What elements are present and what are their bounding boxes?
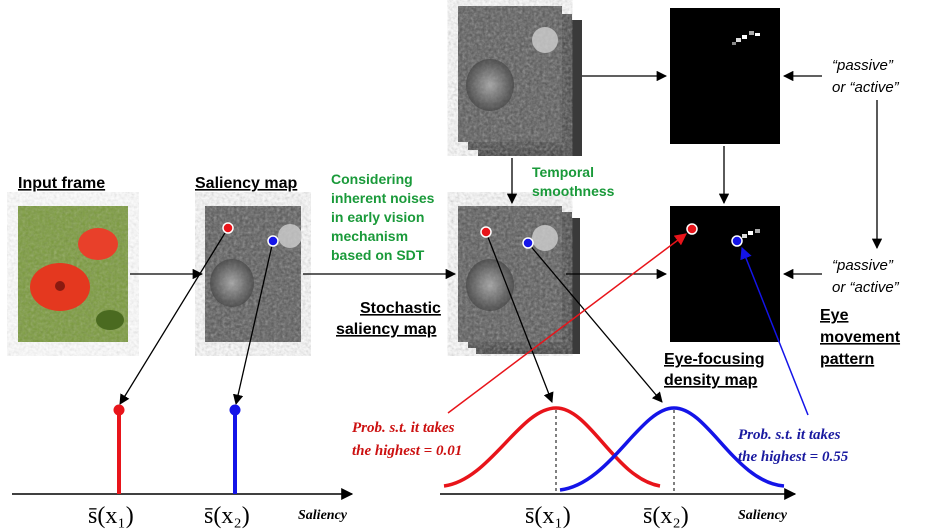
density-map-top [670,8,780,144]
prob-red-line2: the highest = 0.01 [352,443,462,459]
density-point-2 [731,235,743,247]
noise-annotation-line3: in early vision [331,209,424,225]
right-x2-label: s̄(x₂) [643,503,689,529]
prob-blue-line1: Prob. s.t. it takes [738,427,841,443]
input-frame-label: Input frame [18,175,105,192]
noise-annotation-line1: Considering [331,171,413,187]
left-saliency-axis [12,404,354,500]
stochastic-label-line1: Stochastic [360,300,441,317]
eye-focusing-label-line1: Eye-focusing [664,351,764,368]
stochastic-point-1 [480,226,492,238]
eye-movement-label-line2: movement [820,329,901,346]
saliency-map-image [205,206,302,342]
temporal-frame-stack [458,6,582,156]
eye-focusing-density-map-image [670,206,780,342]
noise-annotation-line4: mechanism [331,228,408,244]
density-point-1 [686,223,698,235]
mode-top-line2: or “active” [832,79,900,96]
saliency-map-label: Saliency map [195,175,298,192]
temporal-annotation-line2: smoothness [532,183,615,199]
right-axis-label: Saliency [738,508,788,523]
right-saliency-axis [440,406,797,500]
blue-link-arrow [740,246,809,416]
flow-arrows [119,70,883,406]
noise-annotation-line5: based on SDT [331,247,425,263]
stochastic-label-line2: saliency map [336,321,437,338]
saliency-point-1 [222,222,234,234]
temporal-annotation-line1: Temporal [532,164,594,180]
right-x1-label: s̄(x₁) [525,503,571,529]
left-x1-label: s̄(x₁) [88,503,134,529]
red-link-arrow [447,233,687,414]
mode-mid-line2: or “active” [832,279,900,296]
noise-annotation-line2: inherent noises [331,190,435,206]
eye-movement-label-line3: pattern [820,351,874,368]
input-frame-image [18,206,128,342]
eye-focusing-label-line2: density map [664,372,758,389]
left-x2-label: s̄(x₂) [204,503,250,529]
eye-movement-label-line1: Eye [820,307,849,324]
mode-mid-line1: “passive” [832,257,894,274]
prob-red-line1: Prob. s.t. it takes [352,420,455,436]
mode-top-line1: “passive” [832,57,894,74]
left-axis-label: Saliency [298,508,348,523]
stochastic-point-2 [522,237,534,249]
prob-blue-line2: the highest = 0.55 [738,449,849,465]
stochastic-saliency-map-stack [458,206,580,354]
saliency-point-2 [267,235,279,247]
